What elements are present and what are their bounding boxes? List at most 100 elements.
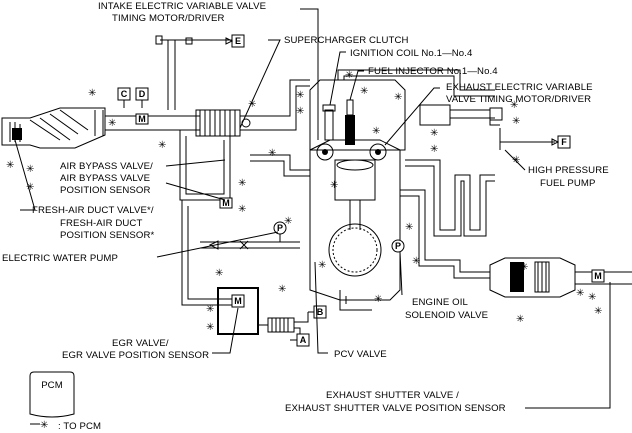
label-supercharger-clutch: SUPERCHARGER CLUTCH [284,35,409,46]
label-engine-oil-solenoid-valve: ENGINE OIL SOLENOID VALVE [405,297,488,321]
label-ignition-coil: IGNITION COIL No.1—No.4 [350,48,473,59]
svg-text:EXHAUST SHUTTER VALVE /: EXHAUST SHUTTER VALVE / [326,390,459,401]
engine-block [309,139,401,301]
label-intake-vvt: INTAKE ELECTRIC VARIABLE VALVE TIMING MO… [98,1,266,24]
svg-text:A: A [300,335,307,345]
pressure-sensor-right: P [391,239,405,253]
svg-text:VALVE TIMING MOTOR/DRIVER: VALVE TIMING MOTOR/DRIVER [446,94,591,105]
ignition-coil [322,104,336,141]
connector-e: E [231,34,245,48]
svg-text:✳: ✳ [238,204,246,215]
svg-text:D: D [139,89,146,99]
fresh-air-duct-valve [12,128,22,140]
svg-text:✳: ✳ [330,180,338,191]
connector-a: A [296,333,310,347]
svg-text:✳: ✳ [238,178,246,189]
svg-text:✳: ✳ [268,148,276,159]
svg-text:POSITION SENSOR: POSITION SENSOR [60,185,151,196]
connector-b: B [313,305,327,319]
pressure-sensor-left: P [273,221,287,235]
svg-text:✳: ✳ [516,314,524,325]
svg-text:✳: ✳ [576,288,584,299]
svg-text:✳: ✳ [345,70,353,81]
svg-text:✳: ✳ [430,144,438,155]
supercharger [195,109,251,137]
svg-text:✳: ✳ [158,140,166,151]
fuel-injector [345,99,355,145]
svg-text:AIR BYPASS VALVE: AIR BYPASS VALVE [60,173,150,184]
svg-text:✳: ✳ [6,160,14,171]
svg-text:FRESH-AIR DUCT VALVE*/: FRESH-AIR DUCT VALVE*/ [32,205,154,216]
line-to-e [160,39,226,110]
egr-pipe [181,200,235,306]
svg-text:✳: ✳ [588,292,596,303]
svg-text:P: P [395,241,401,251]
svg-text:✳: ✳ [296,106,304,117]
svg-text:✳: ✳ [215,268,223,279]
svg-text:✳: ✳ [405,222,413,233]
legend-pcm: PCM [29,371,75,418]
svg-text:POSITION SENSOR*: POSITION SENSOR* [60,230,155,241]
exhaust-pipes [400,159,495,279]
leader-lines [14,8,611,409]
label-fresh-air-duct-valve: FRESH-AIR DUCT VALVE*/ FRESH-AIR DUCT PO… [32,205,155,241]
label-egr-valve: EGR VALVE/ EGR VALVE POSITION SENSOR [62,338,209,361]
svg-text:✳: ✳ [248,99,256,110]
egr-valve: M [217,287,259,335]
svg-text:✳: ✳ [372,126,380,137]
svg-text:M: M [234,296,242,306]
svg-text:: TO PCM: : TO PCM [58,421,101,432]
svg-text:✳: ✳ [284,216,292,227]
svg-text:✳: ✳ [520,262,528,273]
svg-text:✳: ✳ [374,294,382,305]
svg-text:ENGINE OIL: ENGINE OIL [412,297,468,308]
high-pressure-fuel-pump-body [419,104,503,126]
egr-cooler [267,317,295,333]
svg-text:PCM: PCM [41,380,63,391]
svg-text:✳: ✳ [88,88,96,99]
exhaust-shutter-valve: M [591,269,605,283]
svg-text:✳: ✳ [510,100,518,111]
catalytic-converter [489,257,576,298]
connector-c: C [117,87,131,101]
svg-text:FUEL PUMP: FUEL PUMP [540,178,595,189]
label-air-bypass-valve: AIR BYPASS VALVE/ AIR BYPASS VALVE POSIT… [60,161,153,196]
legend-to-pcm: ✳ : TO PCM [30,420,101,432]
svg-text:C: C [121,89,128,99]
svg-text:✳: ✳ [412,256,420,267]
svg-text:✳: ✳ [430,128,438,139]
pcm-signal-markers: ✳ ✳ ✳ ✳ ✳ ✳ ✳ ✳ ✳ ✳ ✳ ✳ ✳ ✳ ✳ ✳ ✳ ✳ ✳ ✳ … [6,70,602,333]
svg-text:✳: ✳ [278,284,286,295]
svg-text:AIR BYPASS VALVE/: AIR BYPASS VALVE/ [60,161,153,172]
svg-text:INTAKE ELECTRIC VARIABLE VALVE: INTAKE ELECTRIC VARIABLE VALVE [98,1,266,12]
svg-text:EXHAUST SHUTTER VALVE POSITION: EXHAUST SHUTTER VALVE POSITION SENSOR [285,403,506,414]
svg-text:✳: ✳ [594,306,602,317]
intake-motor: M [135,113,149,125]
svg-text:TIMING MOTOR/DRIVER: TIMING MOTOR/DRIVER [112,13,225,24]
svg-text:M: M [138,114,146,124]
svg-text:✳: ✳ [360,86,368,97]
svg-text:✳: ✳ [26,164,34,175]
label-high-pressure-fuel-pump: HIGH PRESSURE FUEL PUMP [528,165,609,189]
svg-text:HIGH PRESSURE: HIGH PRESSURE [528,165,609,176]
svg-text:M: M [222,198,230,208]
svg-text:✳: ✳ [206,322,214,333]
svg-text:✳: ✳ [394,92,402,103]
cylinder-head [309,79,406,161]
connector-f: F [557,135,571,149]
svg-text:FRESH-AIR DUCT: FRESH-AIR DUCT [60,218,142,229]
svg-text:EGR VALVE POSITION SENSOR: EGR VALVE POSITION SENSOR [62,350,209,361]
svg-text:EXHAUST ELECTRIC VARIABLE: EXHAUST ELECTRIC VARIABLE [446,82,593,93]
intake-pipe [105,115,200,131]
svg-text:✳: ✳ [108,118,116,129]
label-electric-water-pump: ELECTRIC WATER PUMP [2,253,118,264]
svg-text:✳: ✳ [40,420,48,431]
svg-text:M: M [594,271,602,281]
svg-text:✳: ✳ [318,260,326,271]
label-exhaust-vvt: EXHAUST ELECTRIC VARIABLE VALVE TIMING M… [446,82,593,105]
svg-text:F: F [561,137,567,147]
svg-text:P: P [277,223,283,233]
label-exhaust-shutter-valve: EXHAUST SHUTTER VALVE / EXHAUST SHUTTER … [285,390,506,414]
label-fuel-injector: FUEL INJECTOR No.1—No.4 [368,66,498,77]
